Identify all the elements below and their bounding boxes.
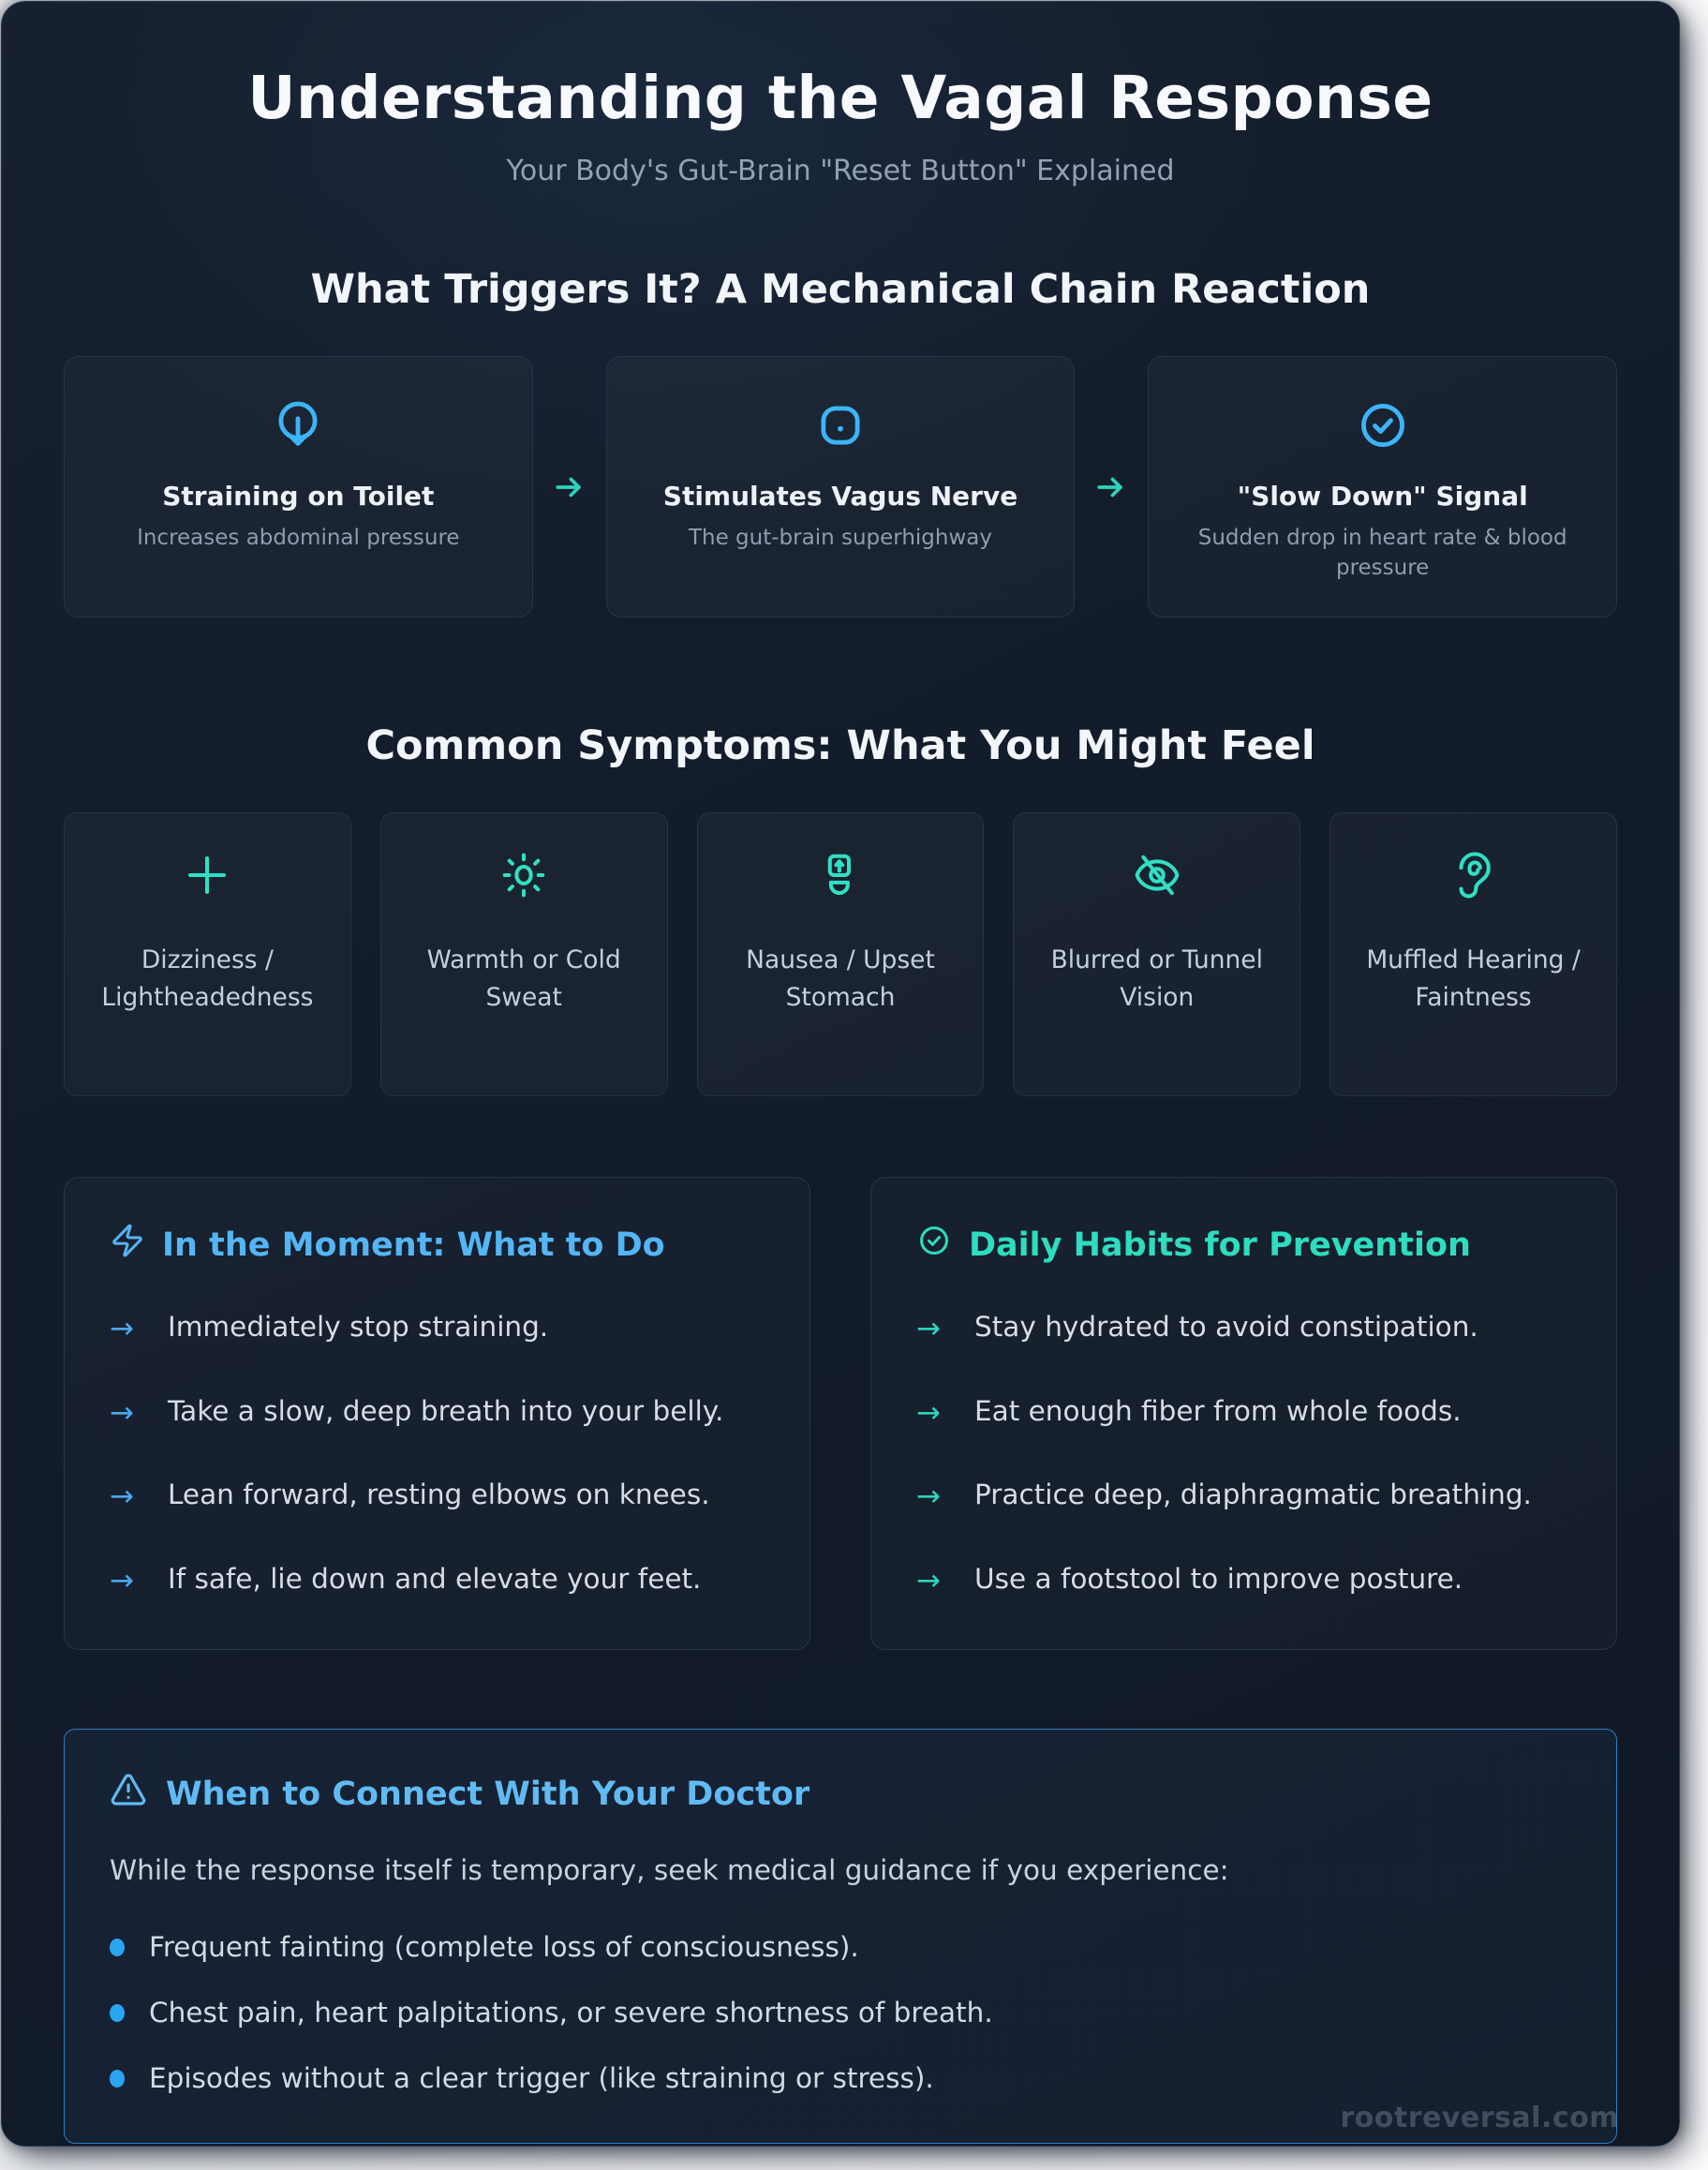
warning-triangle-icon (110, 1771, 147, 1817)
symptom-card-sweat: Warmth or Cold Sweat (379, 812, 668, 1097)
chain-card-title: "Slow Down" Signal (1237, 481, 1528, 512)
flow-arrow-icon (1075, 356, 1148, 617)
list-item-text: Frequent fainting (complete loss of cons… (149, 1931, 859, 1964)
arrow-bullet-icon: → (110, 1479, 134, 1514)
daily-habits-heading-label: Daily Habits for Prevention (969, 1226, 1471, 1264)
doctor-heading: When to Connect With Your Doctor (110, 1771, 1571, 1817)
list-item: → Stay hydrated to avoid constipation. (916, 1306, 1571, 1351)
page-subtitle: Your Body's Gut-Brain "Reset Button" Exp… (506, 155, 1175, 187)
daily-habits-list: → Stay hydrated to avoid constipation. →… (916, 1306, 1571, 1602)
doctor-heading-label: When to Connect With Your Doctor (166, 1775, 810, 1813)
in-the-moment-list: → Immediately stop straining. → Take a s… (110, 1306, 765, 1602)
arrow-bullet-icon: → (916, 1312, 941, 1346)
chain-card-vagus-nerve: Stimulates Vagus Nerve The gut-brain sup… (605, 356, 1076, 618)
arrow-bullet-icon: → (916, 1395, 941, 1430)
site-watermark: rootreversal.com (1340, 2102, 1619, 2134)
symptom-card-row: Dizziness / Lightheadedness Warmth or Co… (64, 812, 1617, 1097)
list-item: → Take a slow, deep breath into your bel… (110, 1390, 765, 1435)
circle-check-icon (1356, 398, 1410, 456)
triggers-section-heading: What Triggers It? A Mechanical Chain Rea… (310, 266, 1371, 313)
chain-card-subtitle: The gut-brain superhighway (688, 526, 993, 550)
symptom-card-dizziness: Dizziness / Lightheadedness (64, 812, 351, 1097)
doctor-warning-card: When to Connect With Your Doctor While t… (64, 1729, 1617, 2145)
list-item: Frequent fainting (complete loss of cons… (110, 1931, 1571, 1963)
flow-arrow-icon (533, 356, 606, 617)
daily-habits-heading: Daily Habits for Prevention (916, 1223, 1571, 1267)
chain-card-title: Stimulates Vagus Nerve (662, 481, 1018, 512)
list-item: → Eat enough fiber from whole foods. (916, 1390, 1571, 1435)
arrow-bullet-icon: → (916, 1563, 941, 1598)
arrow-bullet-icon: → (110, 1395, 134, 1430)
bullet-dot (110, 2069, 125, 2088)
in-the-moment-heading: In the Moment: What to Do (110, 1223, 765, 1267)
list-item-text: Use a footstool to improve posture. (974, 1562, 1463, 1595)
chain-card-slow-down-signal: "Slow Down" Signal Sudden drop in heart … (1148, 356, 1618, 618)
symptom-card-vision: Blurred or Tunnel Vision (1013, 812, 1301, 1097)
in-the-moment-heading-label: In the Moment: What to Do (162, 1226, 665, 1264)
list-item-text: Chest pain, heart palpitations, or sever… (149, 1997, 993, 2029)
eye-off-icon (1132, 850, 1182, 904)
list-item-text: If safe, lie down and elevate your feet. (168, 1562, 702, 1595)
list-item-text: Practice deep, diaphragmatic breathing. (974, 1479, 1532, 1511)
list-item-text: Episodes without a clear trigger (like s… (149, 2062, 934, 2095)
symptoms-section-heading: Common Symptoms: What You Might Feel (365, 722, 1315, 770)
symptom-label: Nausea / Upset Stomach (746, 945, 935, 1012)
list-item-text: Immediately stop straining. (168, 1311, 549, 1344)
stomach-icon (815, 850, 866, 904)
trigger-chain-row: Straining on Toilet Increases abdominal … (64, 356, 1618, 618)
arrow-bullet-icon: → (110, 1312, 134, 1346)
chain-card-subtitle: Increases abdominal pressure (137, 526, 460, 550)
list-item: Episodes without a clear trigger (like s… (110, 2062, 1571, 2094)
symptom-card-nausea: Nausea / Upset Stomach (696, 812, 985, 1097)
list-item-text: Eat enough fiber from whole foods. (974, 1394, 1462, 1427)
sun-icon (498, 850, 549, 904)
list-item-text: Lean forward, resting elbows on knees. (168, 1479, 710, 1511)
list-item-text: Stay hydrated to avoid constipation. (974, 1311, 1478, 1344)
symptom-label: Muffled Hearing / Faintness (1366, 945, 1581, 1012)
chain-card-title: Straining on Toilet (162, 481, 435, 512)
page-title: Understanding the Vagal Response (247, 64, 1433, 132)
doctor-bullet-list: Frequent fainting (complete loss of cons… (110, 1931, 1571, 2094)
chain-card-straining: Straining on Toilet Increases abdominal … (64, 356, 533, 618)
circle-check-icon (916, 1223, 952, 1267)
symptom-label: Warmth or Cold Sweat (426, 945, 621, 1012)
list-item: → If safe, lie down and elevate your fee… (110, 1558, 765, 1603)
list-item: → Lean forward, resting elbows on knees. (110, 1474, 765, 1519)
in-the-moment-card: In the Moment: What to Do → Immediately … (64, 1177, 810, 1651)
symptom-card-hearing: Muffled Hearing / Faintness (1329, 812, 1617, 1097)
list-item: Chest pain, heart palpitations, or sever… (110, 1997, 1571, 2029)
daily-habits-card: Daily Habits for Prevention → Stay hydra… (870, 1177, 1617, 1651)
arrow-bullet-icon: → (916, 1479, 941, 1514)
list-item: → Use a footstool to improve posture. (916, 1558, 1571, 1603)
bullet-dot (110, 2003, 125, 2022)
advice-columns: In the Moment: What to Do → Immediately … (64, 1177, 1617, 1651)
bullet-dot (110, 1938, 125, 1956)
button-dot-icon (813, 398, 868, 456)
ear-icon (1448, 850, 1499, 904)
chain-card-subtitle: Sudden drop in heart rate & blood pressu… (1197, 526, 1567, 581)
circle-arrow-down-icon (271, 398, 325, 456)
doctor-intro-text: While the response itself is temporary, … (110, 1854, 1229, 1887)
list-item: → Practice deep, diaphragmatic breathing… (916, 1474, 1571, 1519)
list-item: → Immediately stop straining. (110, 1306, 765, 1351)
symptom-label: Blurred or Tunnel Vision (1050, 945, 1263, 1012)
infographic-poster: Understanding the Vagal Response Your Bo… (1, 1, 1680, 2147)
arrow-bullet-icon: → (110, 1563, 134, 1598)
plus-icon (182, 850, 232, 904)
bolt-icon (110, 1223, 145, 1267)
list-item-text: Take a slow, deep breath into your belly… (168, 1394, 724, 1427)
symptom-label: Dizziness / Lightheadedness (101, 945, 314, 1012)
